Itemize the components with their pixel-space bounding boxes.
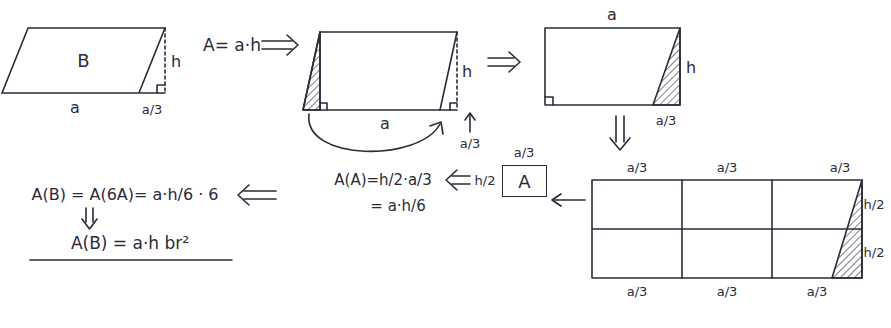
implies-arrow	[488, 52, 520, 72]
implied-by-arrow	[238, 185, 276, 205]
implied-by-arrow	[446, 170, 470, 190]
right-angle-mark	[545, 97, 553, 105]
implies-arrow	[82, 208, 97, 229]
hatched-triangle	[653, 28, 680, 105]
base-extension	[440, 109, 457, 111]
formula: A= a·h	[203, 36, 261, 55]
parallelogram-shape: B	[2, 28, 165, 93]
parallelogram	[303, 32, 457, 110]
height-line	[164, 28, 166, 93]
dimension-label: a/3	[717, 285, 738, 299]
rectangle	[545, 28, 680, 105]
dimension-label: a/3	[514, 146, 535, 160]
dimension-label: a/3	[460, 137, 481, 151]
right-angle-mark	[157, 85, 165, 93]
formula: = a·h/6	[370, 198, 425, 215]
dimension-label: h/2	[475, 174, 496, 188]
up-arrow	[465, 113, 475, 132]
move-arrow	[309, 114, 440, 151]
dimension-label: h	[462, 63, 472, 81]
dimension-label: a	[607, 6, 617, 24]
dimension-label: a/3	[656, 114, 677, 128]
dimension-label: a/3	[830, 161, 851, 175]
dimension-label: a/3	[627, 285, 648, 299]
shape-letter: A	[518, 171, 530, 192]
dimension-label: h/2	[864, 198, 885, 212]
underline	[30, 259, 232, 261]
base-extension	[140, 92, 165, 94]
move-arrow-head	[430, 122, 443, 134]
formula: A(A)=h/2·a/3	[334, 172, 431, 189]
dimension-label: a	[380, 115, 390, 133]
formula: A(B) = a·h br²	[71, 234, 189, 253]
square-shape: A	[502, 165, 547, 197]
grid-rectangle	[592, 180, 862, 278]
dimension-label: a/3	[142, 103, 163, 117]
dimension-label: a/3	[627, 161, 648, 175]
dimension-label: a/3	[717, 161, 738, 175]
grid-line	[592, 228, 862, 230]
parallelogram	[2, 28, 165, 93]
right-angle-mark	[450, 103, 457, 110]
formula: A(B) = A(6A)= a·h/6 · 6	[31, 186, 218, 204]
dimension-label: a/3	[807, 285, 828, 299]
shape-letter: B	[77, 50, 89, 71]
dimension-label: h	[686, 59, 696, 77]
implies-arrow	[262, 35, 298, 55]
height-line	[456, 32, 458, 110]
right-angle-mark	[320, 103, 327, 110]
dimension-label: a	[70, 99, 80, 117]
height-line	[319, 32, 321, 110]
left-arrow	[552, 194, 585, 206]
implies-arrow	[610, 116, 630, 150]
dimension-label: h/2	[864, 246, 885, 260]
dimension-label: h	[171, 53, 181, 71]
